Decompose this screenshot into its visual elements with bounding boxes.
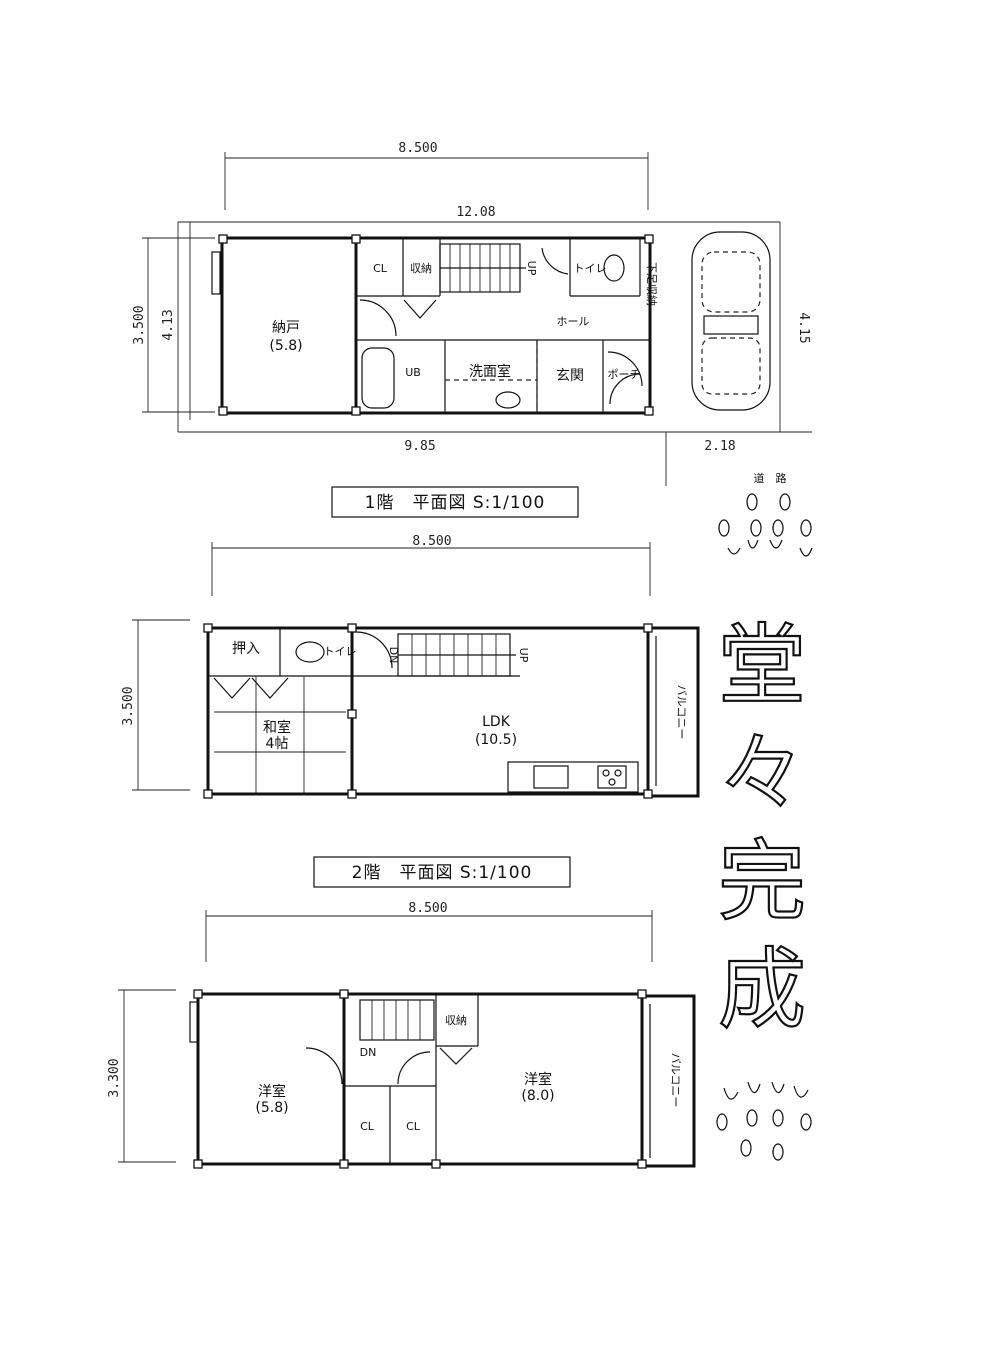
floor1-dim-left-outer: 3.500 <box>132 305 147 344</box>
floor1-dim-site: 12.08 <box>456 205 495 220</box>
road-label: 道 路 <box>754 471 787 485</box>
floor1-room-storage: 納戸 <box>272 320 300 336</box>
floor3-room-right: 洋室 <box>524 1071 552 1088</box>
stamp-char-1: 堂 <box>718 614 806 717</box>
decorative-hand-marks-top <box>718 493 813 557</box>
floor1-bathtub <box>361 347 395 409</box>
floor2-dim-top: 8.500 <box>412 534 451 549</box>
floor3-room-right-size: (8.0) <box>521 1088 554 1104</box>
floor3-stairs: DN <box>359 999 435 1059</box>
floor2-stairs-up: UP <box>517 648 530 663</box>
car-icon <box>691 231 771 411</box>
floor2-balcony-label: バルコニー <box>675 685 688 740</box>
floor3-plan: 8.500 3.300 DN <box>107 901 696 1169</box>
floor1-washbasin <box>495 391 521 409</box>
floor1-washroom: 洗面室 <box>469 363 511 380</box>
floor1-dim-bottom-right: 2.18 <box>704 439 735 454</box>
floor1-shoe-storage: 下足収納 <box>645 262 658 306</box>
floor1-dim-right: 4.15 <box>796 312 811 343</box>
floor2-oshiire: 押入 <box>232 641 260 657</box>
floor1-closet: CL <box>373 262 388 275</box>
floor1-dim-left-inner: 4.13 <box>161 309 176 340</box>
floor1-stairs: UP <box>439 243 538 293</box>
floor3-balcony <box>640 994 696 1168</box>
stamp-char-2: 々 <box>718 722 806 825</box>
floor1-room-storage-size: (5.8) <box>269 338 302 354</box>
floor2-caption: 2階 平面図 S:1/100 <box>352 863 533 883</box>
floor1-shuno: 収納 <box>410 262 432 275</box>
floor1-plan: 8.500 12.08 3.500 4.13 4.15 9.85 2.18 <box>132 141 812 518</box>
floor2-stairs: DN UP <box>387 633 530 677</box>
floor2-stove <box>597 765 627 789</box>
floor2-ldk-size: (10.5) <box>475 732 517 748</box>
floor3-dim-top: 8.500 <box>408 901 447 916</box>
completion-stamp: 堂 々 完 成 <box>717 613 807 1042</box>
floor3-closet-b: CL <box>406 1120 421 1133</box>
floor1-toilet-bowl <box>603 254 625 282</box>
floor2-dim-left: 3.500 <box>121 686 136 725</box>
floor2-stairs-dn: DN <box>387 647 400 664</box>
floor3-room-left-size: (5.8) <box>255 1100 288 1116</box>
floor3-closet-a: CL <box>360 1120 375 1133</box>
floor3-shuno: 収納 <box>445 1014 467 1027</box>
floor1-stairs-up: UP <box>525 261 538 276</box>
stamp-char-3: 完 <box>718 830 806 933</box>
decorative-hand-marks-bottom <box>716 1081 812 1161</box>
floor1-caption: 1階 平面図 S:1/100 <box>365 493 546 513</box>
floor2-balcony <box>646 626 700 798</box>
floor2-plan: 8.500 3.500 DN UP <box>121 534 700 888</box>
floor3-room-left: 洋室 <box>258 1083 286 1100</box>
floor1-hall: ホール <box>557 315 590 328</box>
floor2-toilet: トイレ <box>324 645 357 658</box>
floor1-dim-bottom-left: 9.85 <box>404 439 435 454</box>
floor3-balcony-label: バルコニー <box>669 1053 682 1108</box>
floor3-stairs-dn: DN <box>360 1046 377 1059</box>
floor1-entrance: 玄関 <box>556 367 584 384</box>
floor2-washitsu: 和室 <box>263 719 291 736</box>
floor2-outline <box>206 626 650 796</box>
stamp-char-4: 成 <box>718 938 806 1041</box>
floor1-bath: UB <box>405 366 421 379</box>
floor2-washitsu-size: 4帖 <box>266 736 289 752</box>
floor2-caption-box <box>313 856 571 888</box>
floor3-dim-left: 3.300 <box>107 1058 122 1097</box>
floor1-dim-top: 8.500 <box>398 141 437 156</box>
floor1-toilet: トイレ <box>574 262 607 275</box>
floor2-kitchen-counter <box>507 761 639 793</box>
floor1-caption-box <box>331 486 579 518</box>
floor1-outline <box>220 236 652 415</box>
floor2-toilet-bowl <box>295 641 325 663</box>
floor2-sink <box>533 765 569 789</box>
floor1-porch: ポーチ <box>608 368 641 381</box>
floor2-ldk: LDK <box>482 714 511 730</box>
